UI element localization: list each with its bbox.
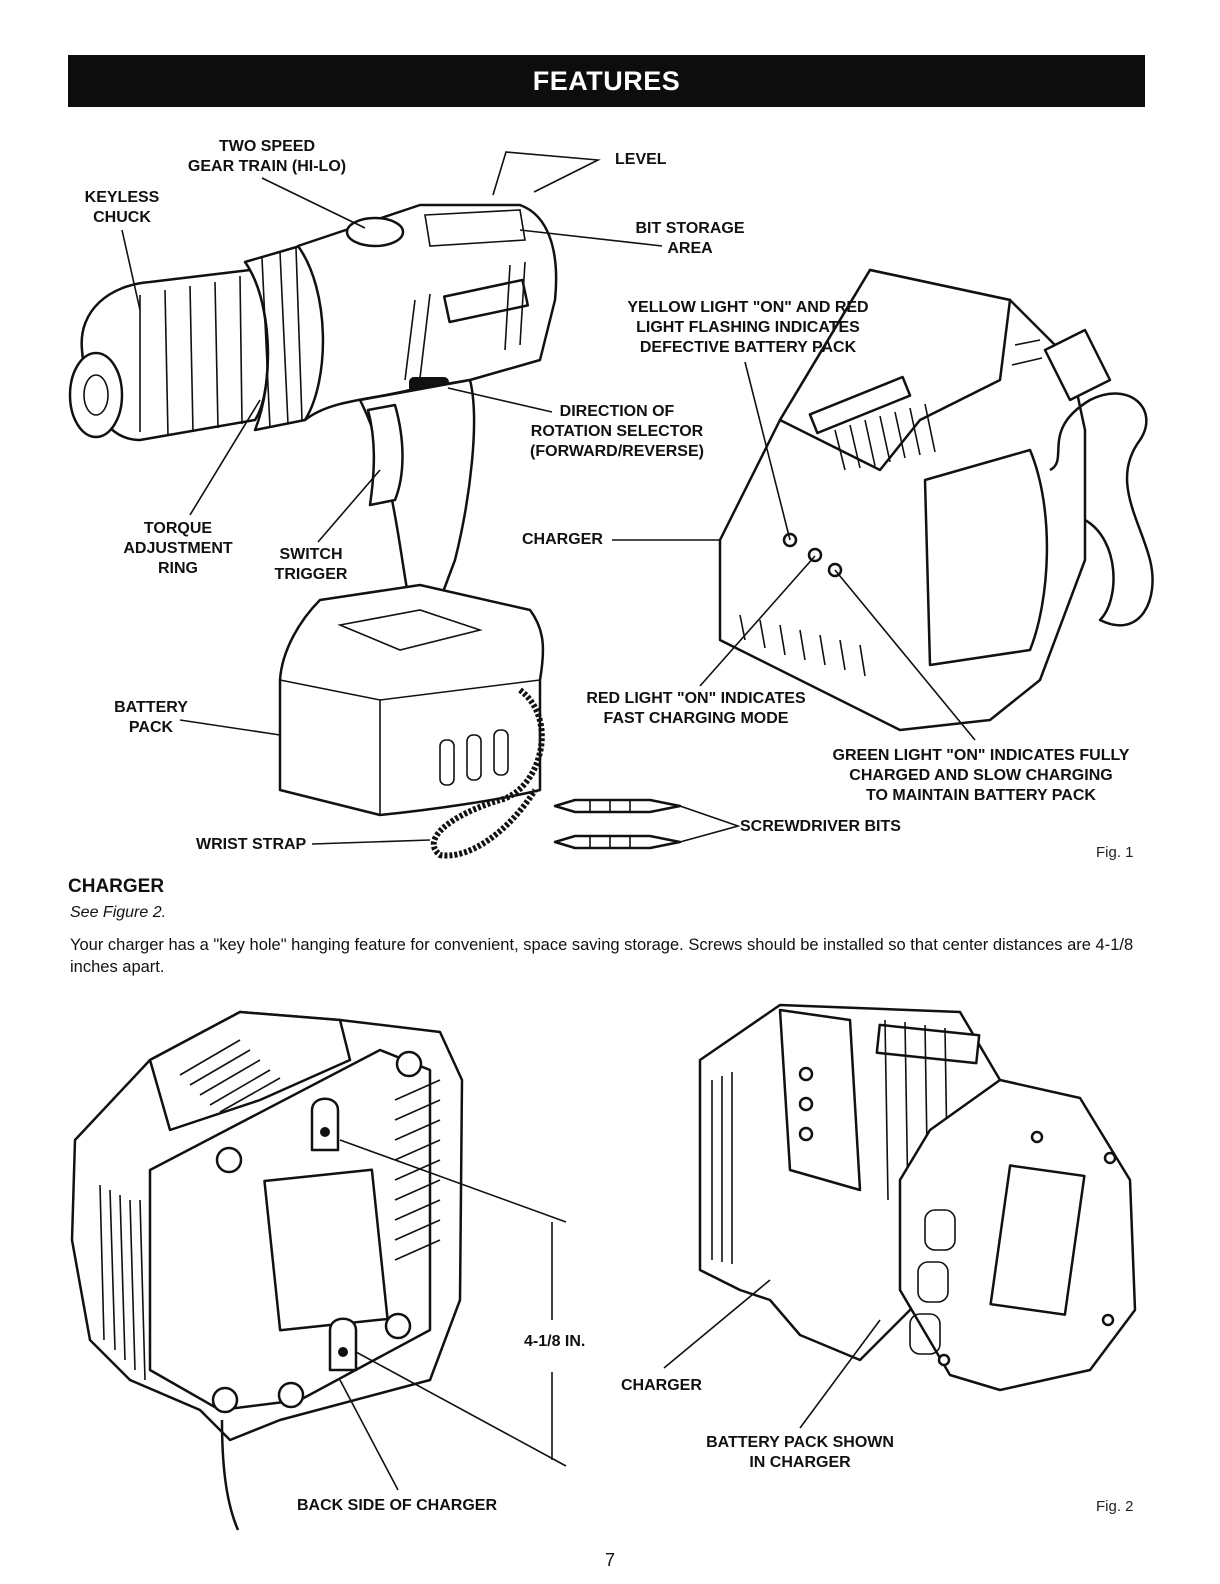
charger-illustration [718,268,1154,732]
label-red-light: RED LIGHT "ON" INDICATES FAST CHARGING M… [586,690,806,727]
switch-trigger-shape [366,403,404,507]
label-torque-ring: TORQUE ADJUSTMENT RING [123,520,233,577]
label-charger-fig2: CHARGER [621,1377,702,1394]
label-green-light: GREEN LIGHT "ON" INDICATES FULLY CHARGED… [832,747,1130,804]
fig1-leader-lines [121,151,976,845]
dimension-lines [339,1139,567,1467]
label-wrist-strap: WRIST STRAP [196,836,307,853]
label-charger-fig1: CHARGER [522,531,603,548]
charger-back-illustration [70,1010,464,1531]
screwdriver-bits-illustration [553,798,682,850]
label-yellow-light: YELLOW LIGHT "ON" AND RED LIGHT FLASHING… [627,299,869,356]
charger-with-battery-illustration [698,1003,1137,1392]
label-back-side-of-charger: BACK SIDE OF CHARGER [297,1497,498,1514]
fig2-caption: Fig. 2 [1096,1498,1134,1515]
label-screwdriver-bits: SCREWDRIVER BITS [740,818,901,835]
battery-pack-shape [278,583,545,817]
label-level: LEVEL [615,151,667,168]
fig2-leader-lines [339,1279,881,1491]
charger-description: Your charger has a "key hole" hanging fe… [70,936,1134,976]
fig1-caption: Fig. 1 [1096,844,1134,861]
label-bit-storage-area: BIT STORAGE AREA [635,220,745,257]
label-direction-selector: DIRECTION OF ROTATION SELECTOR (FORWARD/… [530,403,704,460]
charger-section-title: CHARGER [68,876,165,897]
page-number: 7 [604,1550,615,1570]
see-figure-note: See Figure 2. [70,904,167,921]
label-battery-pack: BATTERY PACK [114,699,188,736]
label-distance: 4-1/8 in. [524,1333,586,1350]
label-switch-trigger: SWITCH TRIGGER [274,546,348,583]
drill-illustration [68,203,558,859]
features-banner: FEATURES [68,55,1145,107]
label-keyless-chuck: KEYLESS CHUCK [84,189,160,226]
label-two-speed-gear-train: TWO SPEED GEAR TRAIN (HI-LO) [187,138,347,175]
label-battery-pack-in-charger: BATTERY PACK SHOWN IN CHARGER [706,1434,894,1471]
